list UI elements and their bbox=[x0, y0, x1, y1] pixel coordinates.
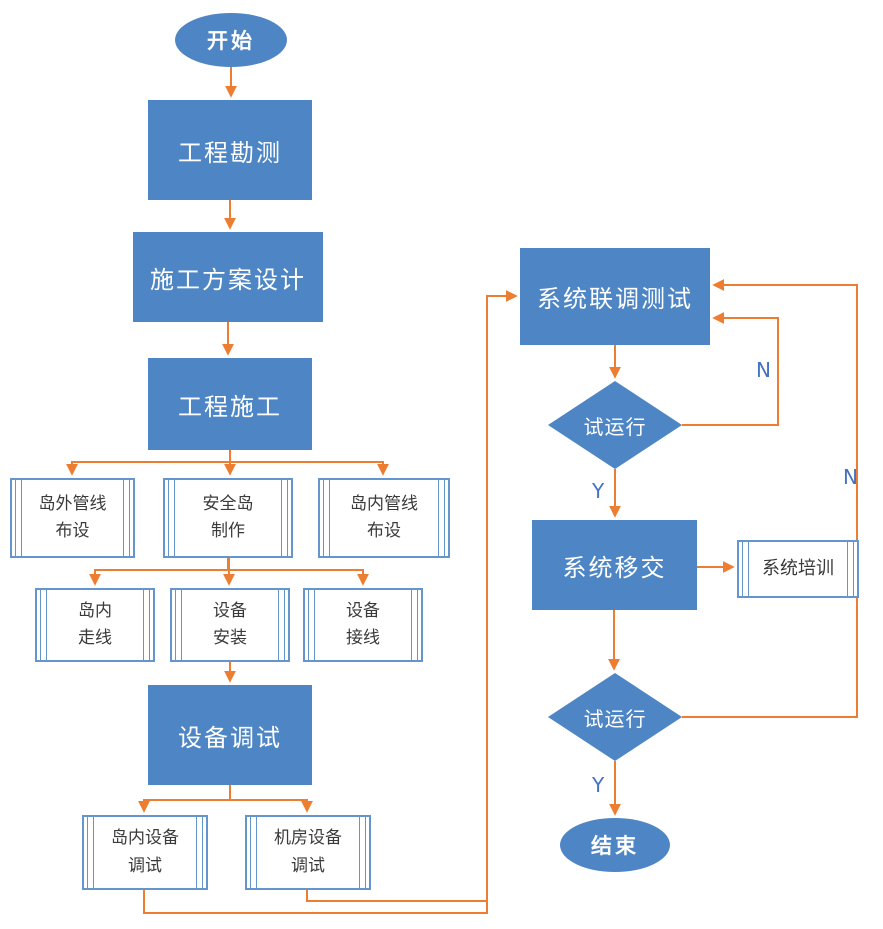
node-equipment-debug: 设备调试 bbox=[148, 685, 312, 785]
node-room-equipment-debug: 机房设备 调试 bbox=[245, 815, 371, 890]
edge-debug-left bbox=[138, 785, 231, 813]
edge-room-debug-join bbox=[306, 890, 487, 902]
node-end: 结束 bbox=[560, 818, 670, 872]
edge-label-trial1-no: N bbox=[756, 358, 771, 382]
node-handover: 系统移交 bbox=[532, 520, 697, 610]
node-island-equipment-debug: 岛内设备 调试 bbox=[82, 815, 208, 890]
edge-construction-right bbox=[229, 450, 389, 476]
edge-island-right bbox=[227, 558, 369, 586]
node-design: 施工方案设计 bbox=[133, 232, 323, 322]
node-trial-run-1: 试运行 bbox=[548, 381, 682, 469]
node-survey: 工程勘测 bbox=[148, 100, 312, 200]
edge-label-trial1-yes: Y bbox=[592, 479, 605, 503]
edge-trial2-no-loop bbox=[682, 279, 858, 718]
node-trial-run-2-label: 试运行 bbox=[548, 673, 682, 761]
node-pipeline-outside: 岛外管线 布设 bbox=[10, 478, 135, 558]
node-equipment-install: 设备 安装 bbox=[170, 588, 290, 662]
node-construction: 工程施工 bbox=[148, 358, 312, 450]
node-pipeline-inside: 岛内管线 布设 bbox=[318, 478, 450, 558]
edge-trial1-no-loop bbox=[682, 312, 779, 426]
edge-island-left bbox=[89, 558, 229, 586]
node-equipment-wiring: 设备 接线 bbox=[303, 588, 423, 662]
node-joint-test: 系统联调测试 bbox=[520, 248, 710, 345]
edge-debug-right bbox=[229, 785, 313, 813]
edge-construction-left bbox=[66, 450, 231, 476]
edge-label-trial2-no: N bbox=[843, 465, 858, 489]
node-island-wiring: 岛内 走线 bbox=[35, 588, 155, 662]
node-trial-run-2: 试运行 bbox=[548, 673, 682, 761]
node-island-making: 安全岛 制作 bbox=[163, 478, 293, 558]
edge-bottom-to-joint-test bbox=[143, 290, 518, 914]
node-start: 开始 bbox=[175, 13, 287, 67]
edge-label-trial2-yes: Y bbox=[592, 773, 605, 797]
node-training: 系统培训 bbox=[737, 540, 859, 598]
node-trial-run-1-label: 试运行 bbox=[548, 381, 682, 469]
